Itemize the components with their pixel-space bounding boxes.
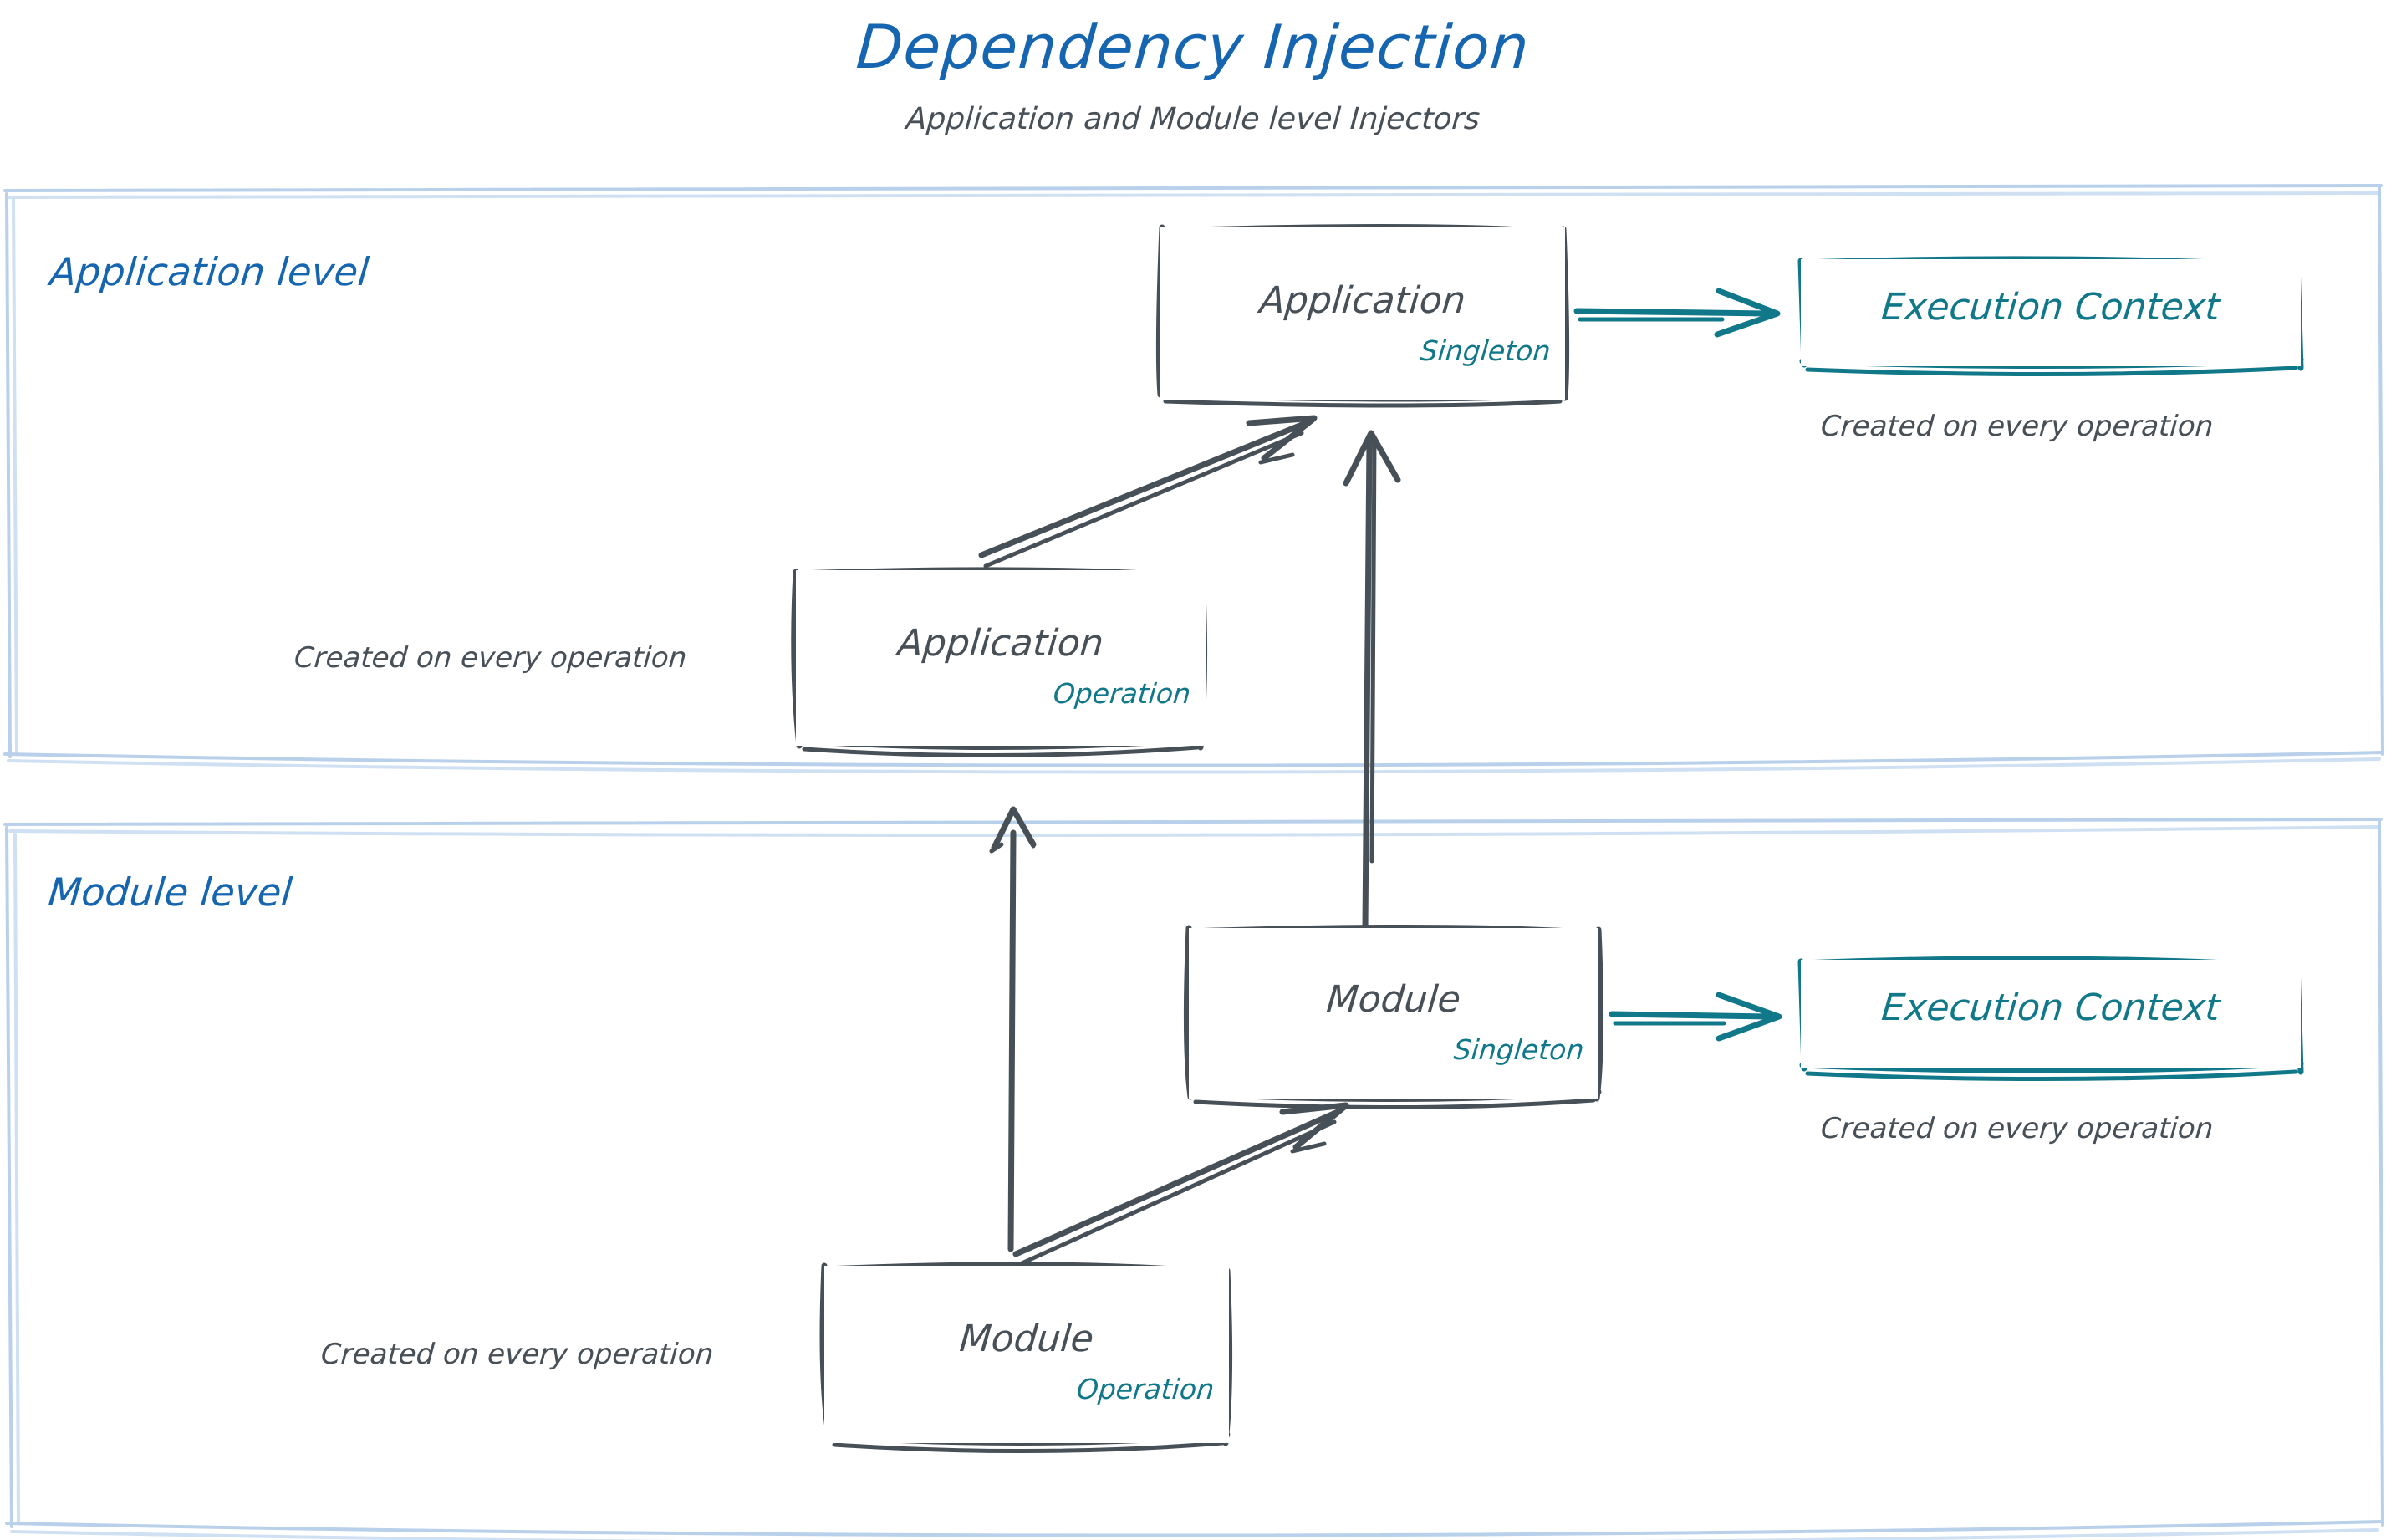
caption-module-exec-context-note: Created on every operation	[1819, 1112, 2215, 1145]
arrow-app-singleton-to-exec-context	[1573, 288, 1781, 338]
node-application-operation[interactable]: Application Operation	[796, 570, 1206, 746]
node-module-singleton[interactable]: Module Singleton	[1189, 928, 1598, 1099]
panel-label-module-level: Module level	[46, 869, 294, 915]
node-scope-module-singleton: Singleton	[1451, 1033, 1585, 1066]
node-label-application-singleton: Application	[1257, 279, 1468, 322]
arrow-module-operation-to-module-singleton	[1012, 1102, 1349, 1267]
node-scope-application-operation: Operation	[1052, 677, 1192, 710]
node-application-execution-context[interactable]: Execution Context	[1801, 259, 2301, 366]
node-label-application-execution-context: Execution Context	[1879, 286, 2222, 329]
arrow-module-singleton-to-app-singleton	[1343, 430, 1401, 931]
arrow-module-operation-to-app-operation	[989, 806, 1037, 1252]
node-application-singleton[interactable]: Application Singleton	[1160, 227, 1565, 400]
node-module-operation[interactable]: Module Operation	[824, 1266, 1229, 1443]
node-module-execution-context[interactable]: Execution Context	[1801, 960, 2301, 1068]
caption-app-exec-context-note: Created on every operation	[1819, 410, 2215, 443]
page-title: Dependency Injection	[854, 12, 1532, 82]
node-scope-module-operation: Operation	[1075, 1373, 1216, 1405]
page-subtitle: Application and Module level Injectors	[905, 102, 1481, 136]
node-label-module-singleton: Module	[1324, 978, 1463, 1021]
panel-label-application-level: Application level	[48, 249, 371, 294]
arrow-app-operation-to-app-singleton	[978, 415, 1318, 569]
node-label-module-execution-context: Execution Context	[1879, 987, 2222, 1029]
node-label-module-operation: Module	[957, 1318, 1096, 1360]
caption-app-operation-note: Created on every operation	[293, 641, 688, 675]
node-scope-application-singleton: Singleton	[1418, 334, 1552, 367]
caption-module-operation-note: Created on every operation	[319, 1338, 715, 1371]
node-label-application-operation: Application	[895, 622, 1106, 665]
arrow-module-singleton-to-exec-context	[1609, 992, 1782, 1042]
